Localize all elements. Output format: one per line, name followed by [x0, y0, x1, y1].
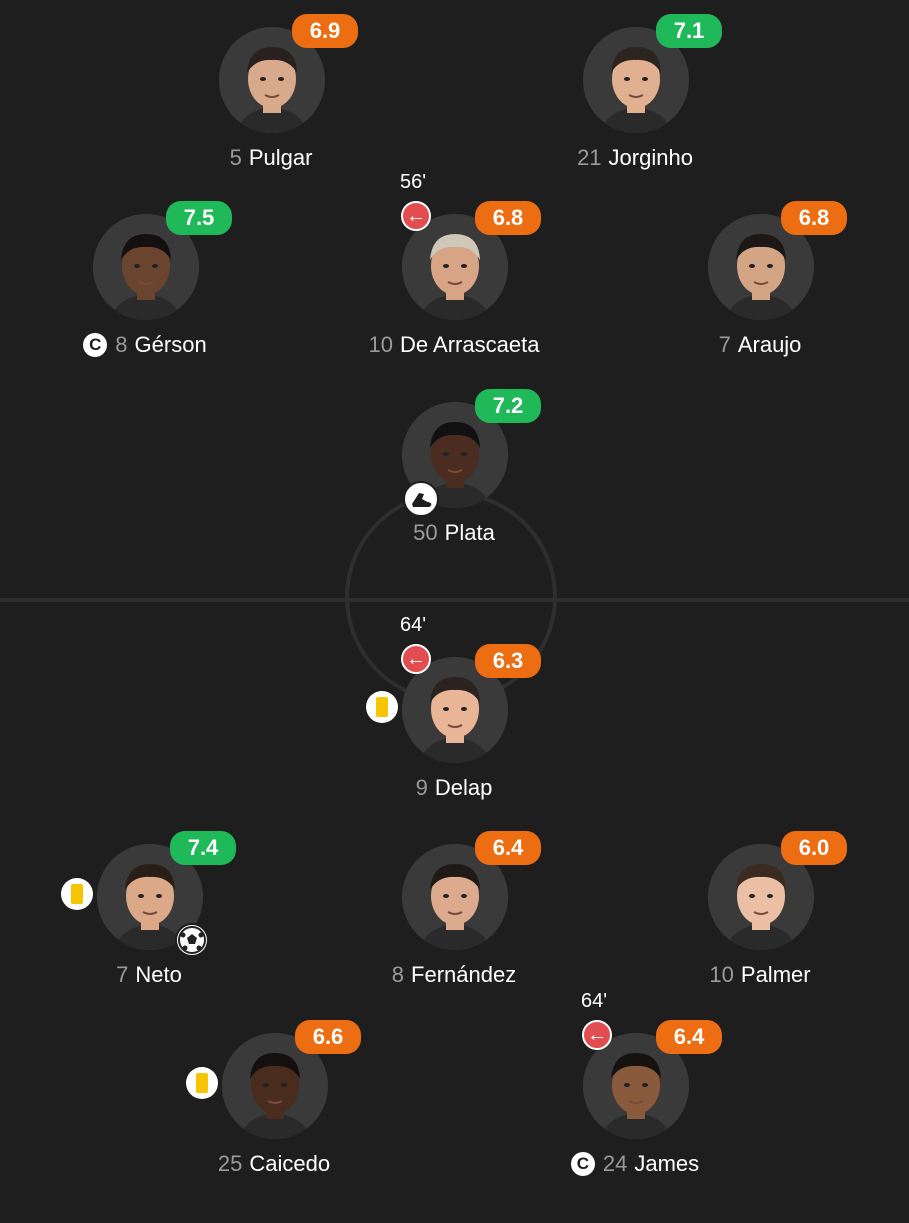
football-boot-icon: [403, 481, 439, 517]
shirt-number: 10: [709, 962, 734, 987]
rating-badge: 6.3: [475, 644, 541, 678]
substitution-time: 64': [581, 990, 608, 1012]
rating-badge: 6.6: [295, 1020, 361, 1054]
rating-badge: 7.5: [166, 201, 232, 235]
player-name: Caicedo: [249, 1151, 331, 1176]
shirt-number: 7: [116, 962, 129, 987]
rating-badge: 6.8: [475, 201, 541, 235]
player-name: Jorginho: [608, 145, 693, 170]
shirt-number: 50: [413, 520, 438, 545]
substitution-time: 56': [400, 171, 427, 193]
captain-icon: C: [570, 1152, 595, 1176]
rating-badge: 6.4: [656, 1020, 722, 1054]
rating-badge: 6.0: [781, 831, 847, 865]
substitution-out-icon: ←: [582, 1020, 612, 1050]
shirt-number: 9: [415, 775, 428, 800]
player-name: James: [634, 1151, 700, 1176]
shirt-number: 7: [718, 332, 731, 357]
soccer-ball-icon: [175, 923, 209, 957]
player-name: Palmer: [740, 962, 811, 987]
shirt-number: 21: [577, 145, 602, 170]
rating-badge: 6.8: [781, 201, 847, 235]
player-name: Araujo: [737, 332, 802, 357]
player-avatar[interactable]: [222, 1033, 328, 1139]
substitution-out-icon: ←: [401, 644, 431, 674]
player-name: De Arrascaeta: [400, 332, 540, 357]
shirt-number: 8: [391, 962, 405, 987]
player-name: Pulgar: [248, 145, 313, 170]
player-name: Fernández: [411, 962, 517, 987]
player-name: Delap: [434, 775, 493, 800]
captain-icon: C: [83, 333, 108, 357]
rating-badge: 7.1: [656, 14, 722, 48]
shirt-number: 24: [602, 1151, 628, 1176]
rating-badge: 7.4: [170, 831, 236, 865]
substitution-out-icon: ←: [401, 201, 431, 231]
player-name: Gérson: [134, 332, 207, 357]
rating-badge: 6.9: [292, 14, 358, 48]
player-name: Neto: [135, 962, 182, 987]
player-avatar[interactable]: [219, 27, 325, 133]
substitution-time: 64': [400, 614, 427, 636]
yellow-card-icon: [186, 1067, 218, 1099]
player-avatar[interactable]: [93, 214, 199, 320]
shirt-number: 5: [229, 145, 242, 170]
shirt-number: 10: [368, 332, 394, 357]
shirt-number: 8: [115, 332, 128, 357]
rating-badge: 7.2: [475, 389, 541, 423]
player-name: Plata: [444, 520, 495, 545]
yellow-card-icon: [366, 691, 398, 723]
rating-badge: 6.4: [475, 831, 541, 865]
yellow-card-icon: [61, 878, 93, 910]
shirt-number: 25: [217, 1151, 243, 1176]
